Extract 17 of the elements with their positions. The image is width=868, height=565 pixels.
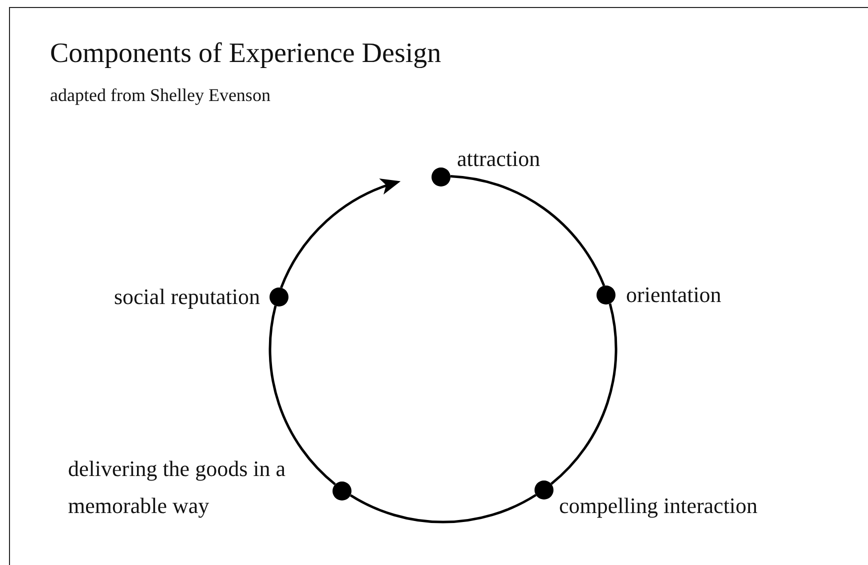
cycle-arc [550, 303, 618, 485]
stage-label: attraction [457, 145, 542, 173]
stage-label: delivering the goods in a memorable way [68, 455, 287, 520]
cycle-arrow [280, 180, 401, 288]
stage-label: compelling interaction [559, 492, 759, 520]
stage-dot [534, 480, 554, 500]
cycle-arc [268, 306, 336, 486]
stage-label: social reputation [112, 283, 260, 311]
cycle-arc [350, 494, 536, 523]
stage-dot [432, 168, 450, 186]
stage-dot [596, 286, 616, 304]
stage-label: orientation [626, 281, 722, 309]
stage-dot [332, 482, 352, 500]
stage-dot [270, 288, 288, 306]
diagram-title: Components of Experience Design [50, 38, 442, 70]
cycle-arc [450, 174, 606, 286]
diagram-subtitle: adapted from Shelley Evenson [50, 85, 270, 106]
